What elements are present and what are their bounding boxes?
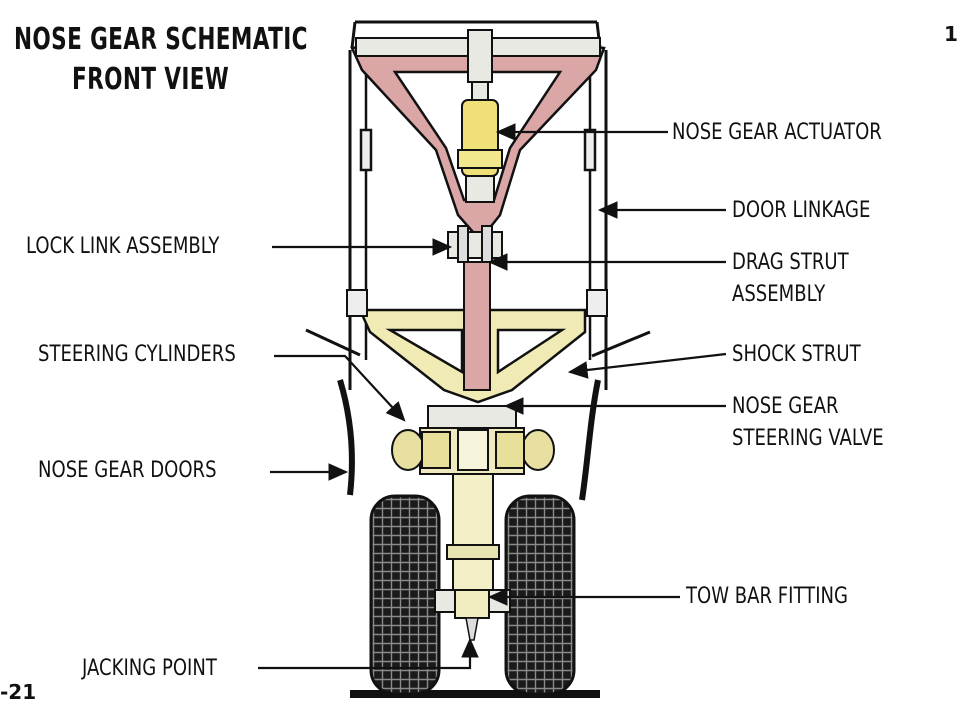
diagram-subtitle: FRONT VIEW bbox=[72, 62, 230, 97]
jacking-point-part bbox=[465, 617, 479, 641]
label-door-linkage: DOOR LINKAGE bbox=[732, 198, 871, 223]
label-steering-cylinders: STEERING CYLINDERS bbox=[38, 342, 236, 367]
ground-line bbox=[350, 690, 600, 698]
label-drag-strut-line2: ASSEMBLY bbox=[732, 282, 826, 307]
lower-strut bbox=[452, 469, 494, 591]
figure-number: -21 bbox=[0, 680, 37, 704]
label-lock-link-assembly: LOCK LINK ASSEMBLY bbox=[26, 234, 220, 259]
top-right-mark: 1 bbox=[944, 22, 958, 46]
nose-gear-actuator-part bbox=[457, 81, 503, 203]
label-drag-strut-line1: DRAG STRUT bbox=[732, 250, 849, 275]
label-steering-valve-line1: NOSE GEAR bbox=[732, 394, 839, 419]
label-nose-gear-actuator: NOSE GEAR ACTUATOR bbox=[672, 120, 882, 145]
label-tow-bar-fitting: TOW BAR FITTING bbox=[686, 584, 849, 609]
lock-link-assembly-part bbox=[447, 225, 503, 263]
nose-gear-doors-part bbox=[337, 20, 608, 501]
label-jacking-point: JACKING POINT bbox=[82, 656, 217, 681]
label-steering-valve-line2: STEERING VALVE bbox=[732, 426, 884, 451]
right-wheel bbox=[504, 494, 576, 696]
drag-strut-part bbox=[463, 261, 491, 391]
diagram-title: NOSE GEAR SCHEMATIC bbox=[14, 22, 308, 57]
label-shock-strut: SHOCK STRUT bbox=[732, 342, 861, 367]
steering-cylinders-part bbox=[391, 427, 555, 475]
label-nose-gear-doors: NOSE GEAR DOORS bbox=[38, 458, 217, 483]
leader-lines bbox=[258, 123, 727, 670]
left-wheel bbox=[369, 494, 441, 696]
